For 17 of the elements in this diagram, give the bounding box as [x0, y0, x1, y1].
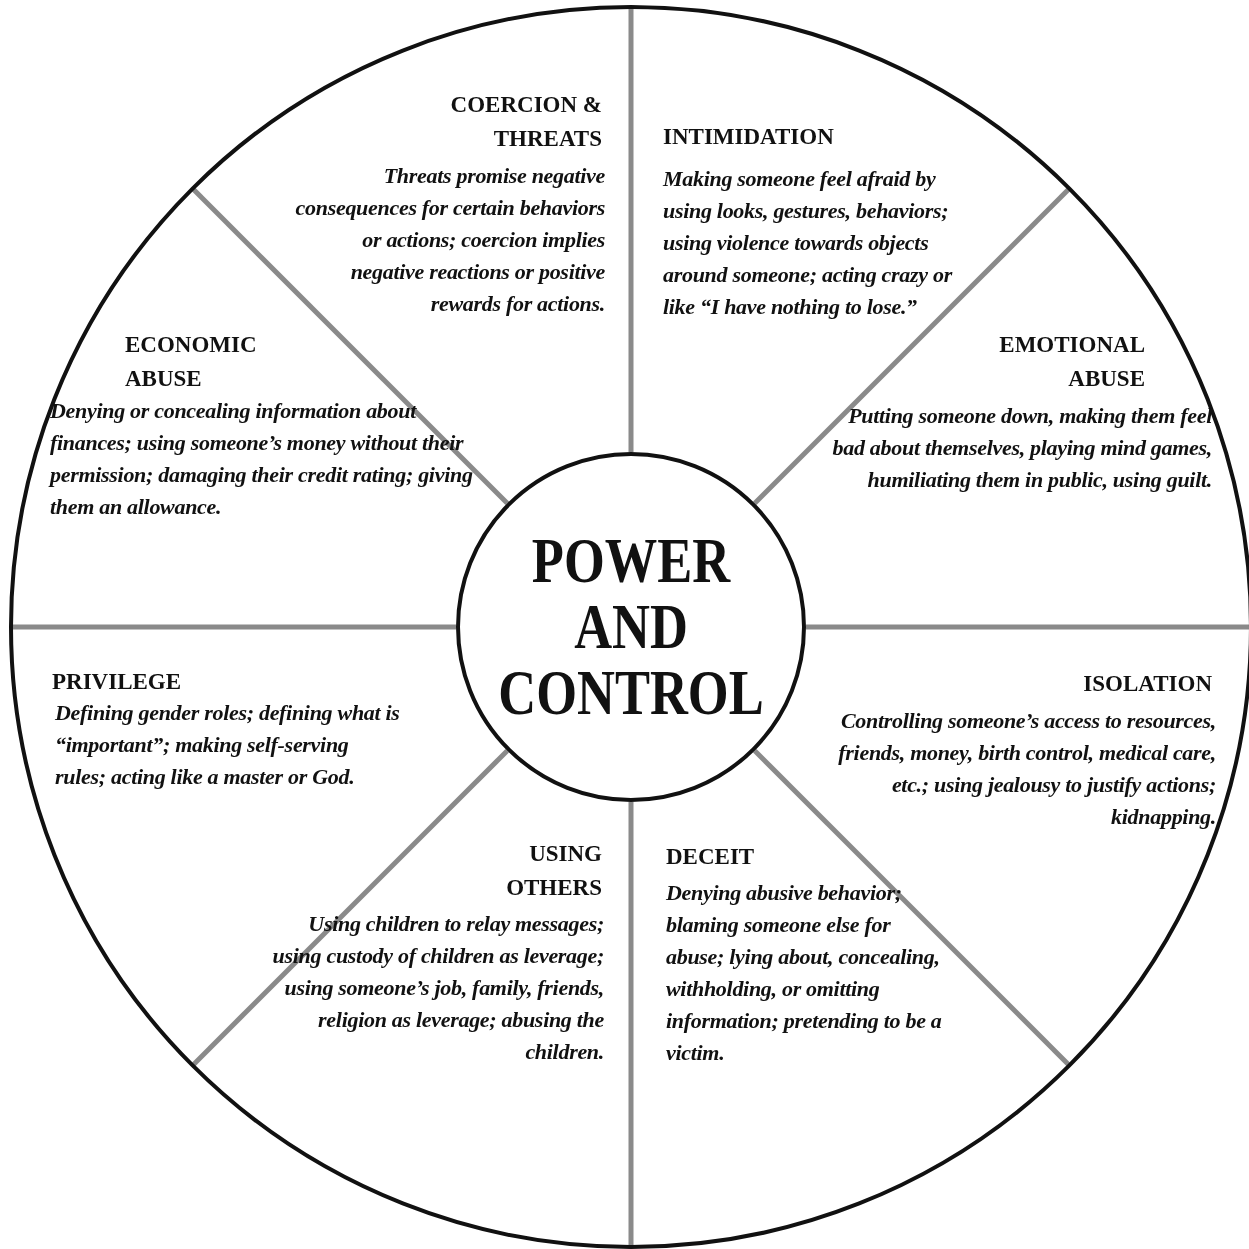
- segment-heading: COERCION & THREATS: [449, 91, 602, 153]
- segment-heading: DECEIT: [666, 843, 756, 871]
- segment-description: Defining gender roles; defining what is “important”; making self-serving rules; acting like a master or God.: [55, 699, 400, 791]
- segment-heading: ECONOMIC ABUSE: [125, 331, 258, 393]
- segment-heading: ISOLATION: [1082, 670, 1212, 698]
- segment-heading: USING OTHERS: [505, 840, 602, 902]
- segment-description: Making someone feel afraid by using looks, gestures, behaviors; using violence towards objects around someone; acting crazy or like “I have nothing to lose.”: [663, 165, 954, 321]
- segment-description: Denying or concealing information about finances; using someone’s money without their permission; damaging their credit rating; giving them an allowance.: [50, 397, 474, 521]
- segment-description: Controlling someone’s access to resources, friends, money, birth control, medical care, etc.; using jealousy to justify actions; kidnapping.: [837, 707, 1216, 831]
- segment-description: Threats promise negative consequences for certain behaviors or actions; coercion implies negative reactions or positive rewards for actions.: [294, 162, 605, 318]
- segment-description: Denying abusive behavior; blaming someone else for abuse; lying about, concealing, withholding, or omitting information; pretending to be a victim.: [666, 879, 943, 1067]
- hub-title: POWER AND CONTROL: [497, 528, 765, 726]
- segment-heading: INTIMIDATION: [663, 123, 835, 151]
- segment-description: Using children to relay messages; using custody of children as leverage; using someone’s job, family, friends, religion as leverage; abusing the children.: [271, 910, 604, 1066]
- segment-description: Putting someone down, making them feel bad about themselves, playing mind games, humiliating them in public, using guilt.: [831, 402, 1212, 494]
- segment-heading: EMOTIONAL ABUSE: [998, 331, 1145, 393]
- segment-heading: PRIVILEGE: [52, 668, 183, 696]
